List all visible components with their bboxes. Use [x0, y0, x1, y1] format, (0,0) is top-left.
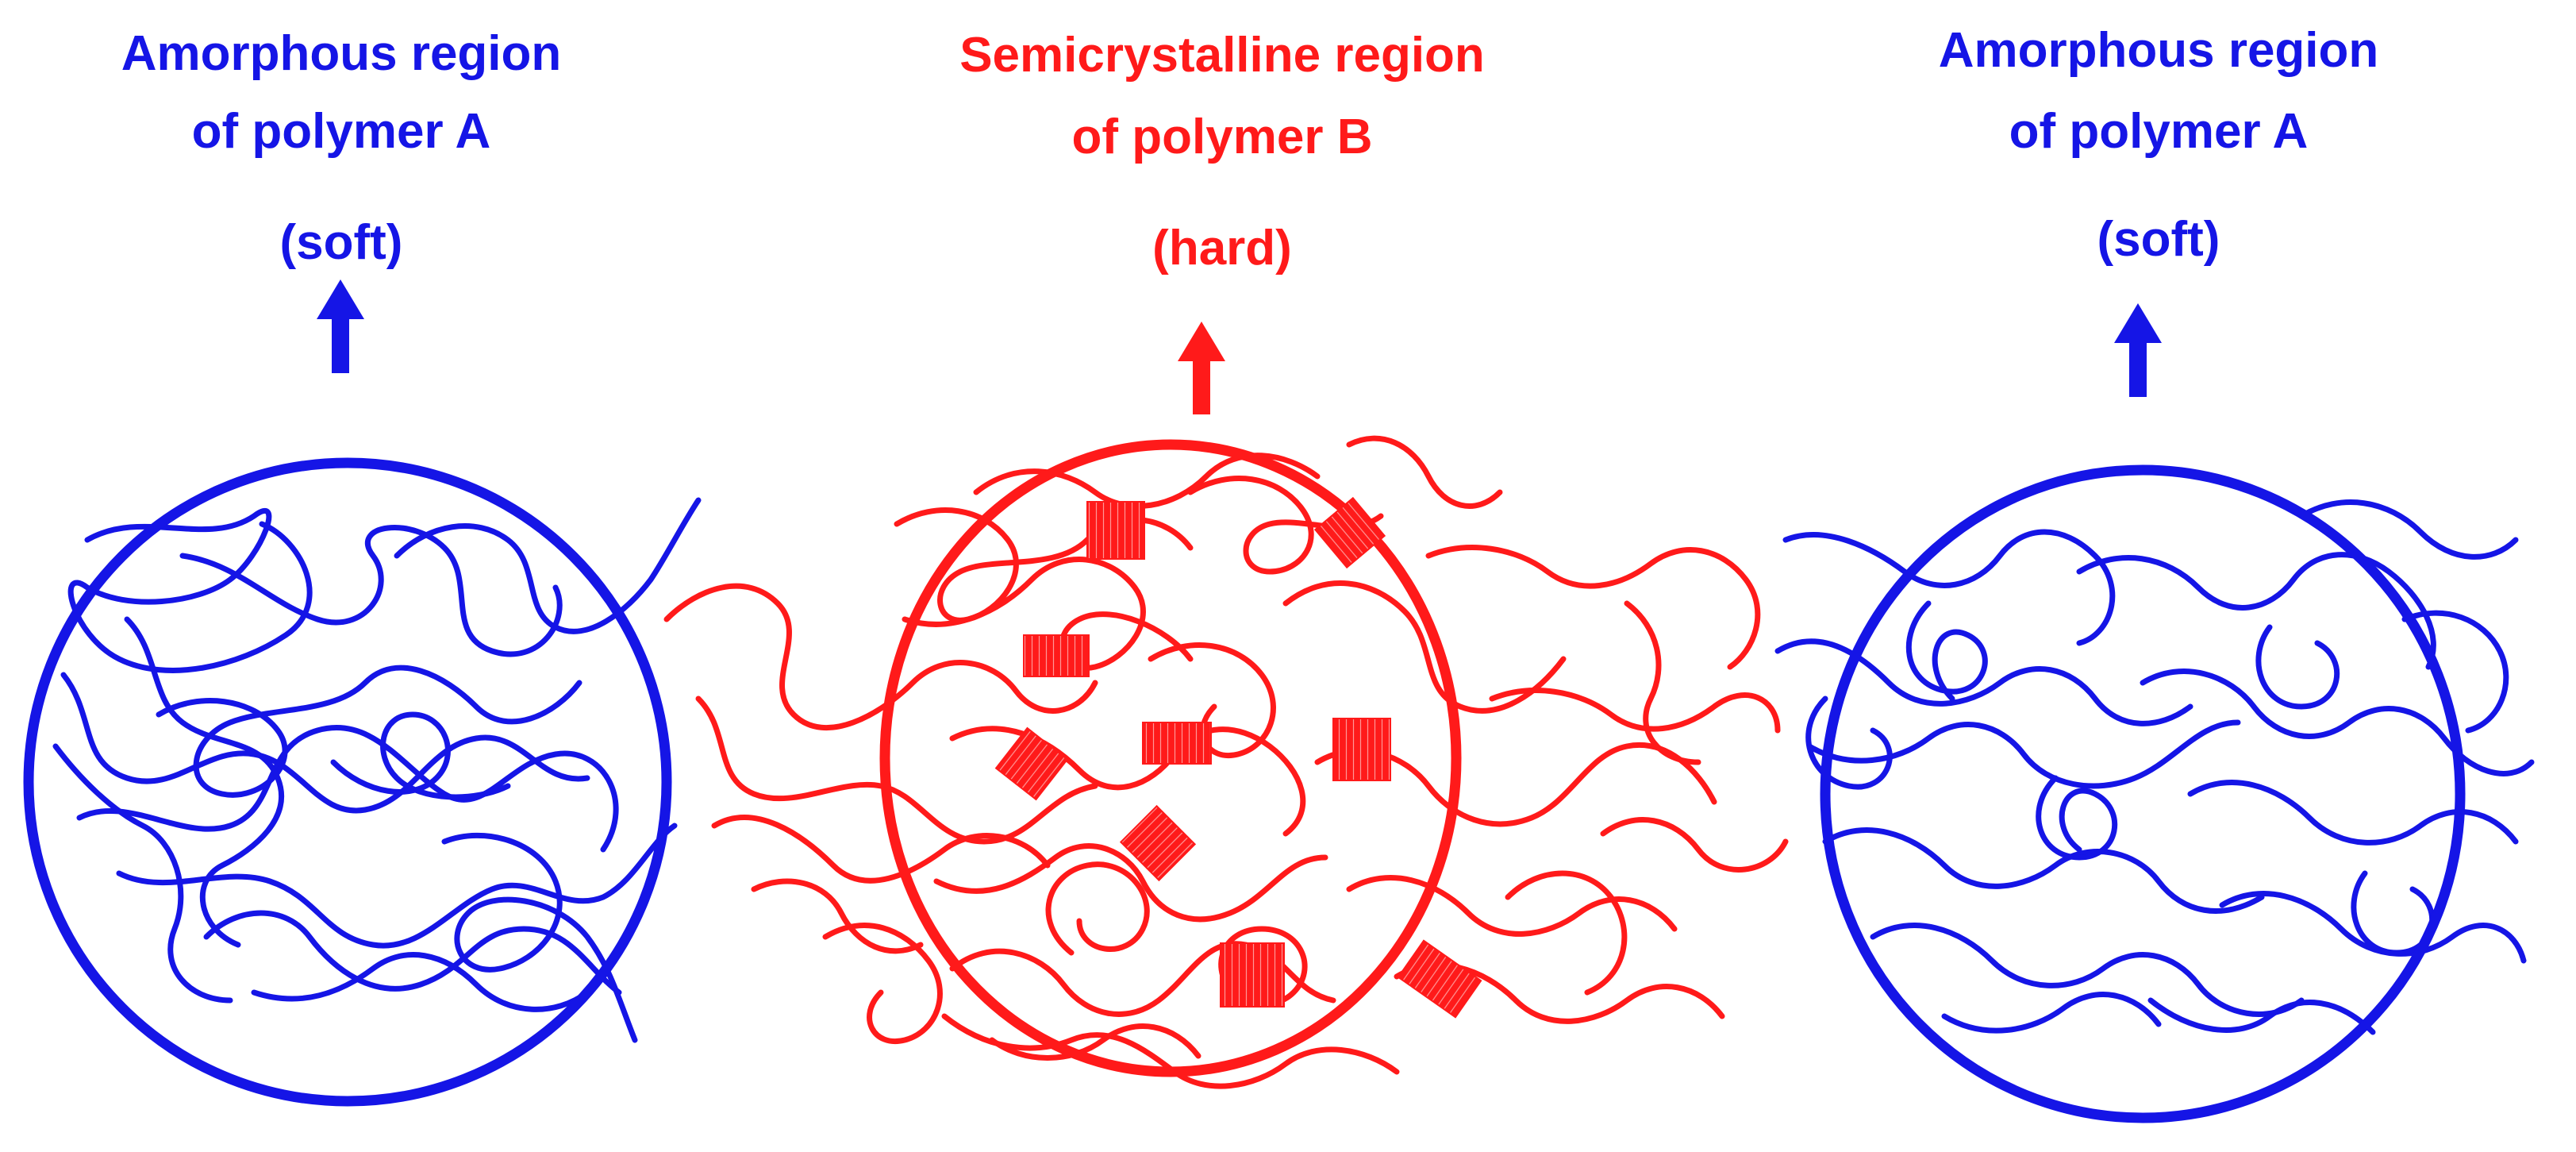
center-title-line2: of polymer B: [1071, 110, 1373, 164]
left-title-line2: of polymer A: [191, 104, 491, 159]
right-region-circle: [1820, 464, 2466, 1123]
center-property-label: (hard): [1152, 221, 1292, 275]
center-region-circle: [879, 439, 1462, 1077]
center-polymer-chains: [663, 435, 1789, 1089]
right-polymer-chains: [1774, 499, 2535, 1035]
right-title-line2: of polymer A: [2009, 104, 2309, 159]
left-region-circle: [23, 457, 672, 1107]
left-title-line1: Amorphous region: [121, 26, 562, 81]
left-polymer-chains: [52, 497, 702, 1043]
crystalline-lamellae: [994, 496, 1482, 1019]
center-up-arrow: [1178, 322, 1225, 414]
right-title-line1: Amorphous region: [1938, 23, 2379, 78]
right-property-label: (soft): [2097, 212, 2220, 267]
left-property-label: (soft): [279, 215, 403, 270]
left-up-arrow: [317, 279, 364, 373]
right-up-arrow: [2114, 303, 2162, 397]
center-title-line1: Semicrystalline region: [959, 28, 1485, 83]
